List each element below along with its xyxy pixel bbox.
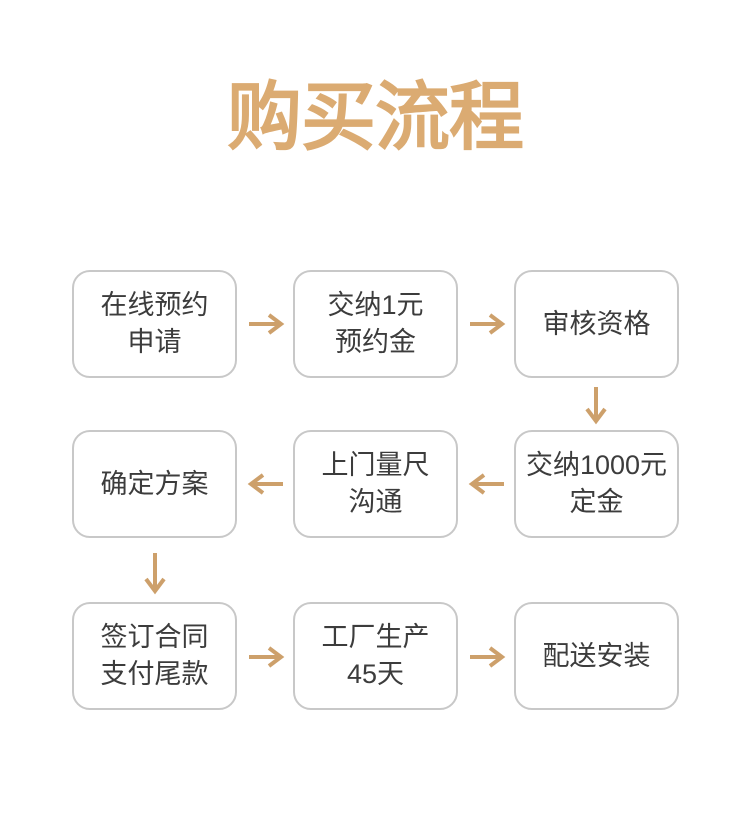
arrow-down-icon <box>144 551 166 595</box>
arrow-right-icon <box>468 313 506 335</box>
step-label-line: 签订合同 <box>100 622 209 652</box>
arrow-right-icon <box>247 313 285 335</box>
flow-step-confirm-plan: 确定方案 <box>72 430 237 538</box>
step-label-line: 交纳1000元 <box>525 450 668 480</box>
arrow-left-icon <box>468 473 506 495</box>
step-label-line: 预约金 <box>335 327 416 357</box>
step-label-line: 支付尾款 <box>100 659 209 689</box>
step-label-line: 上门量尺 <box>321 450 430 480</box>
arrow-left-icon <box>247 473 285 495</box>
step-label-line: 45天 <box>346 659 405 689</box>
flow-step-online-reservation: 在线预约 申请 <box>72 270 237 378</box>
flow-step-review-qualification: 审核资格 <box>514 270 679 378</box>
step-label-line: 交纳1元 <box>327 290 424 320</box>
flow-step-home-measure: 上门量尺 沟通 <box>293 430 458 538</box>
step-label-line: 申请 <box>127 327 182 357</box>
flow-step-sign-contract: 签订合同 支付尾款 <box>72 602 237 710</box>
step-label-line: 审核资格 <box>542 308 651 339</box>
step-label-line: 配送安装 <box>542 640 651 671</box>
step-label-line: 定金 <box>569 487 624 517</box>
flow-step-factory-production: 工厂生产 45天 <box>293 602 458 710</box>
flow-step-delivery-install: 配送安装 <box>514 602 679 710</box>
step-label-line: 确定方案 <box>100 468 209 499</box>
step-label-line: 在线预约 <box>100 290 209 320</box>
step-label-line: 工厂生产 <box>321 622 430 652</box>
arrow-down-icon <box>585 385 607 425</box>
arrow-right-icon <box>468 646 506 668</box>
flow-step-pay-1000-deposit: 交纳1000元 定金 <box>514 430 679 538</box>
step-label-line: 沟通 <box>348 487 403 517</box>
page-title: 购买流程 <box>226 75 524 159</box>
flow-step-pay-1-yuan: 交纳1元 预约金 <box>293 270 458 378</box>
arrow-right-icon <box>247 646 285 668</box>
